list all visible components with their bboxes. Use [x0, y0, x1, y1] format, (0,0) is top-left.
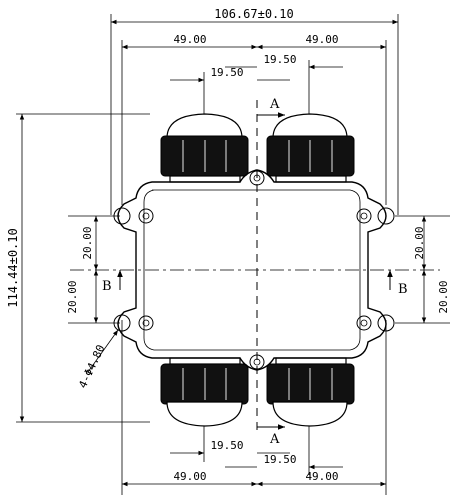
- left-lower-pitch-label: 20.00: [66, 280, 79, 313]
- overall-height-label: 114.44±0.10: [6, 228, 20, 307]
- section-marker-right: B: [398, 282, 408, 297]
- bottom-left-offset-label: 19.50: [210, 439, 243, 452]
- centre-lines: [70, 100, 440, 430]
- right-lower-pitch-label: 20.00: [437, 280, 450, 313]
- section-marker-bottom: A: [269, 432, 280, 447]
- gland-top-left: [160, 113, 249, 183]
- dimension-lines: [19, 19, 427, 487]
- section-marker-top: A: [269, 97, 280, 112]
- bottom-right-span-label: 49.00: [305, 470, 338, 483]
- top-left-offset-label: 19.50: [210, 66, 243, 79]
- bottom-right-offset-label: 19.50: [263, 453, 296, 466]
- left-upper-pitch-label: 20.00: [81, 226, 94, 259]
- section-marker-left: B: [102, 279, 112, 294]
- top-right-span-label: 49.00: [305, 33, 338, 46]
- box-body: [117, 169, 387, 371]
- bottom-left-span-label: 49.00: [173, 470, 206, 483]
- top-left-span-label: 49.00: [173, 33, 206, 46]
- hole-callout-label: 4-Φ4.80: [76, 343, 107, 391]
- gland-bottom-left: [160, 357, 249, 427]
- gland-bottom-right: [266, 357, 355, 427]
- top-right-offset-label: 19.50: [263, 53, 296, 66]
- section-arrows: [117, 112, 393, 430]
- right-upper-pitch-label: 20.00: [413, 226, 426, 259]
- mounting-holes: [113, 170, 395, 370]
- gland-top-right: [266, 113, 355, 183]
- overall-width-label: 106.67±0.10: [214, 7, 293, 21]
